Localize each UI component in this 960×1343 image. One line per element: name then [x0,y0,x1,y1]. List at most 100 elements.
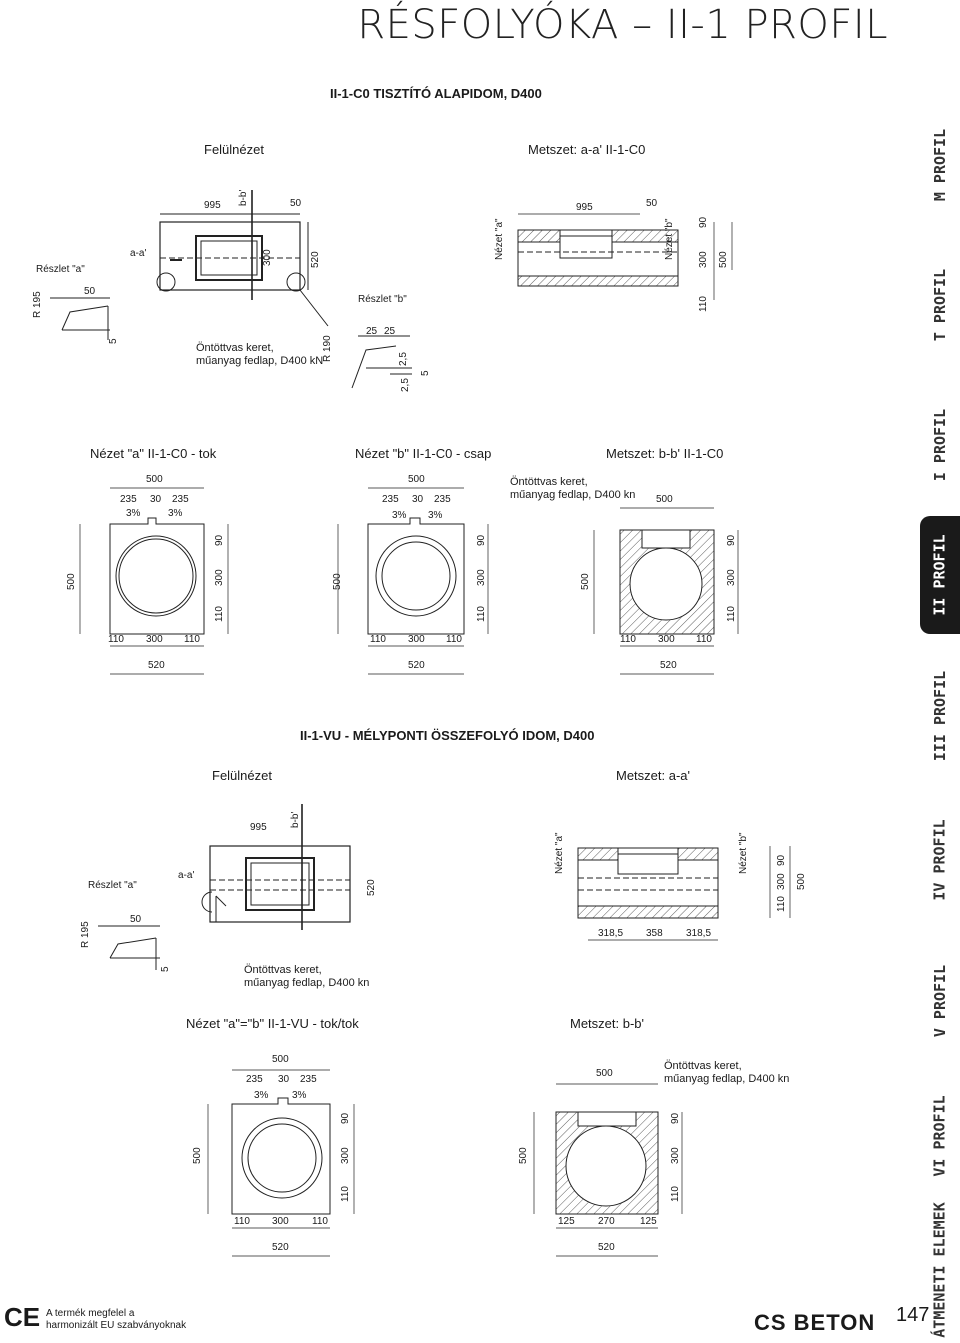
dim: 50 [646,198,658,209]
tab-m-profil[interactable]: M PROFIL [931,128,949,202]
c0-r190: R 190 [322,335,333,362]
vu-view-b-tag: Nézet "b" [738,832,749,874]
tab-t-profil[interactable]: T PROFIL [931,268,949,342]
dim: 500 [146,474,163,485]
dim: 90 [340,1112,351,1124]
side-tab-bar: M PROFIL T PROFIL I PROFIL II PROFIL III… [920,110,960,1338]
dim: 110 [234,1216,250,1227]
c0-view-a-label: Nézet "a" II-1-C0 - tok [90,446,217,461]
dim: 90 [670,1112,681,1124]
vu-top-view-label: Felülnézet [212,768,272,783]
dim: 25 [384,326,396,337]
dim: 110 [340,1186,351,1202]
dim: 500 [66,573,77,590]
c0-r195: R 195 [32,291,43,318]
dim: 300 [726,569,737,586]
dim: 110 [446,634,462,645]
tab-v-profil[interactable]: V PROFIL [931,964,949,1038]
dim: 300 [698,251,709,268]
tab-iii-profil[interactable]: III PROFIL [931,670,949,762]
dim: 235 [172,494,189,505]
vu-section-aa [577,847,719,919]
brand-logo: CS BETON [754,1310,876,1335]
dim: 520 [408,660,425,671]
dim: 90 [214,534,225,546]
dim: 50 [130,914,142,925]
dim: 110 [108,634,124,645]
dim: 110 [776,896,787,912]
dim: 995 [576,202,593,213]
vu-cut-bb: b-b' [290,811,301,828]
vu-bb-frame-note: Öntöttvas keret, műanyag fedlap, D400 kn [664,1060,790,1085]
dim: 520 [598,1242,615,1253]
c0-section-aa-label: Metszet: a-a' II-1-C0 [528,142,646,157]
c0-view-a [109,517,205,635]
tab-vi-profil[interactable]: VI PROFIL [931,1095,949,1177]
dim: 318,5 [598,928,624,939]
dim: 235 [300,1074,317,1085]
dim: 500 [518,1147,529,1164]
dim: 235 [120,494,137,505]
dim: 5 [160,966,171,972]
dim: 500 [796,873,807,890]
c0-section-aa [517,229,679,287]
dim: 50 [290,198,302,209]
dim: 500 [408,474,425,485]
vu-section-bb [555,1111,659,1215]
c0-detail-a [50,297,110,340]
dim: 300 [670,1147,681,1164]
dim: 110 [726,606,737,622]
dim: 300 [776,873,787,890]
dim: 995 [204,200,221,211]
dim: 500 [192,1147,203,1164]
dim: 500 [596,1068,613,1079]
dim: 520 [660,660,677,671]
dim: 30 [412,494,424,505]
dim: 110 [476,606,487,622]
tab-i-profil[interactable]: I PROFIL [931,408,949,482]
dim: 500 [580,573,591,590]
dim: 995 [250,822,267,833]
dim: 520 [366,879,377,896]
dim: 300 [214,569,225,586]
dim: 30 [150,494,162,505]
dim: 3% [126,508,141,519]
dim: 300 [408,634,425,645]
ce-mark-icon: CE [4,1302,41,1332]
vu-r195: R 195 [80,921,91,948]
dim: 520 [148,660,165,671]
vu-frame-note: Öntöttvas keret, műanyag fedlap, D400 kn [244,964,370,989]
dim: 270 [598,1216,615,1227]
c0-top-view-label: Felülnézet [204,142,264,157]
dim: 110 [184,634,200,645]
footer-note: A termék megfelel a harmonizált EU szabv… [46,1308,187,1331]
dim: 110 [698,296,709,312]
dim: 318,5 [686,928,712,939]
c0-view-b-label: Nézet "b" II-1-C0 - csap [355,446,492,461]
c0-cut-bb: b-b' [238,189,249,206]
dim: 25 [366,326,378,337]
tab-iv-profil[interactable]: IV PROFIL [931,819,949,901]
dim: 300 [272,1216,289,1227]
vu-view-a-tag: Nézet "a" [554,832,565,874]
page-title: RÉSFOLYÓKA – II-1 PROFIL [357,2,888,48]
dim: 300 [658,634,675,645]
c0-section-title: II-1-C0 TISZTÍTÓ ALAPIDOM, D400 [330,86,542,101]
dim: 500 [332,573,343,590]
dim: 110 [620,634,636,645]
vu-top-view [201,804,351,930]
dim: 3% [254,1090,269,1101]
dim: 300 [146,634,163,645]
dim: 110 [670,1186,681,1202]
technical-drawings [50,190,791,1257]
c0-frame-note: Öntöttvas keret, műanyag fedlap, D400 kN [196,342,324,367]
dim: 3% [428,510,443,521]
c0-view-a-tag: Nézet "a" [494,218,505,260]
vu-section-title: II-1-VU - MÉLYPONTI ÖSSZEFOLYÓ IDOM, D40… [300,728,595,743]
vu-view-ab-label: Nézet "a"="b" II-1-VU - tok/tok [186,1016,359,1031]
dim: 3% [392,510,407,521]
tab-ii-profil[interactable]: II PROFIL [920,516,960,634]
dim: 358 [646,928,663,939]
dim: 235 [382,494,399,505]
dim: 50 [84,286,96,297]
